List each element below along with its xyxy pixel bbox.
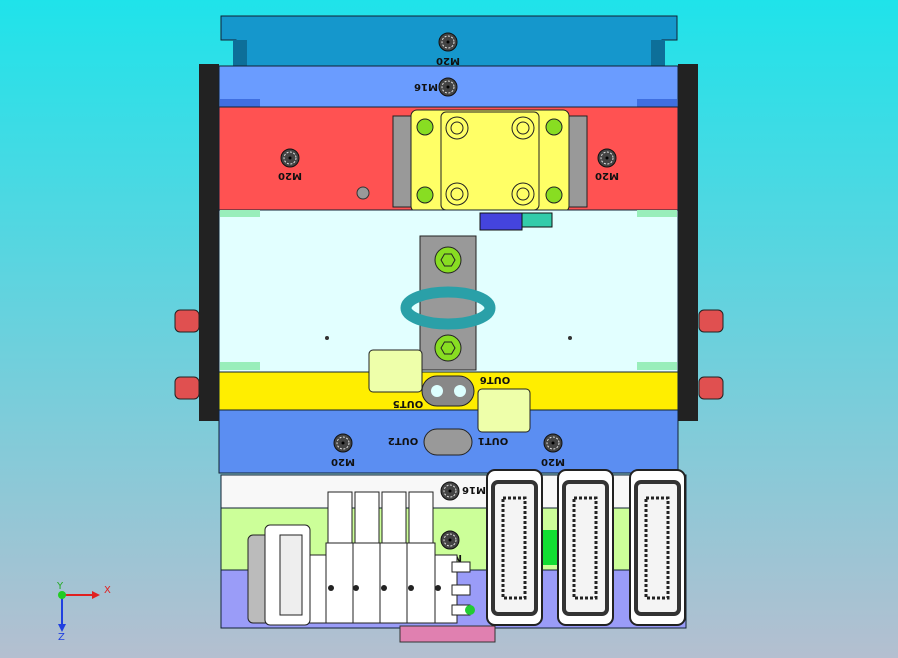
label-out2: OUT2: [388, 435, 418, 446]
connector-2[interactable]: [557, 469, 614, 626]
bolt-icon: [438, 77, 458, 97]
axis-z-label: Z: [58, 632, 65, 643]
label-red-left: M20: [278, 170, 302, 181]
top-plate[interactable]: M20: [220, 15, 678, 67]
label-out1: OUT1: [478, 435, 508, 446]
bolt-icon: [333, 433, 353, 453]
label-out6: OUT6: [480, 374, 510, 385]
side-knobs: [174, 309, 724, 400]
pink-cylinder: [399, 625, 496, 643]
upper-blue-plate[interactable]: M16: [218, 65, 679, 108]
label-m16-upper: M16: [414, 81, 438, 92]
label-top-m20: M20: [436, 55, 460, 66]
label-m16-white: M16: [462, 484, 486, 495]
connector-3[interactable]: [629, 469, 686, 626]
valve-manifold[interactable]: [304, 491, 475, 624]
bolt-icon: [280, 148, 300, 168]
axis-y-label: Y: [56, 581, 64, 592]
label-m20-lower-right: M20: [541, 456, 565, 467]
bolt-icon: [440, 530, 460, 550]
right-side-bar: [678, 64, 698, 421]
label-red-right: M20: [595, 170, 619, 181]
left-side-bar: [199, 64, 219, 421]
lower-blue-plate[interactable]: OUT2 OUT1 M20 M20: [218, 388, 679, 474]
bolt-icon: [543, 433, 563, 453]
cyan-plate[interactable]: [218, 209, 679, 373]
axis-triad: X Y Z: [56, 581, 111, 643]
bolt-icon: [440, 481, 460, 501]
red-plate[interactable]: M20 M20: [218, 106, 679, 213]
label-m20-lower-left: M20: [331, 456, 355, 467]
bolt-icon: [438, 32, 458, 52]
bolt-icon: [597, 148, 617, 168]
label-out5: OUT5: [393, 398, 423, 409]
lifting-ring-icon: [400, 286, 496, 330]
axis-x-label: X: [104, 585, 111, 596]
yellow-bar[interactable]: OUT5 OUT6: [218, 349, 679, 411]
connector-1[interactable]: [486, 469, 543, 626]
left-connector[interactable]: [247, 524, 311, 626]
